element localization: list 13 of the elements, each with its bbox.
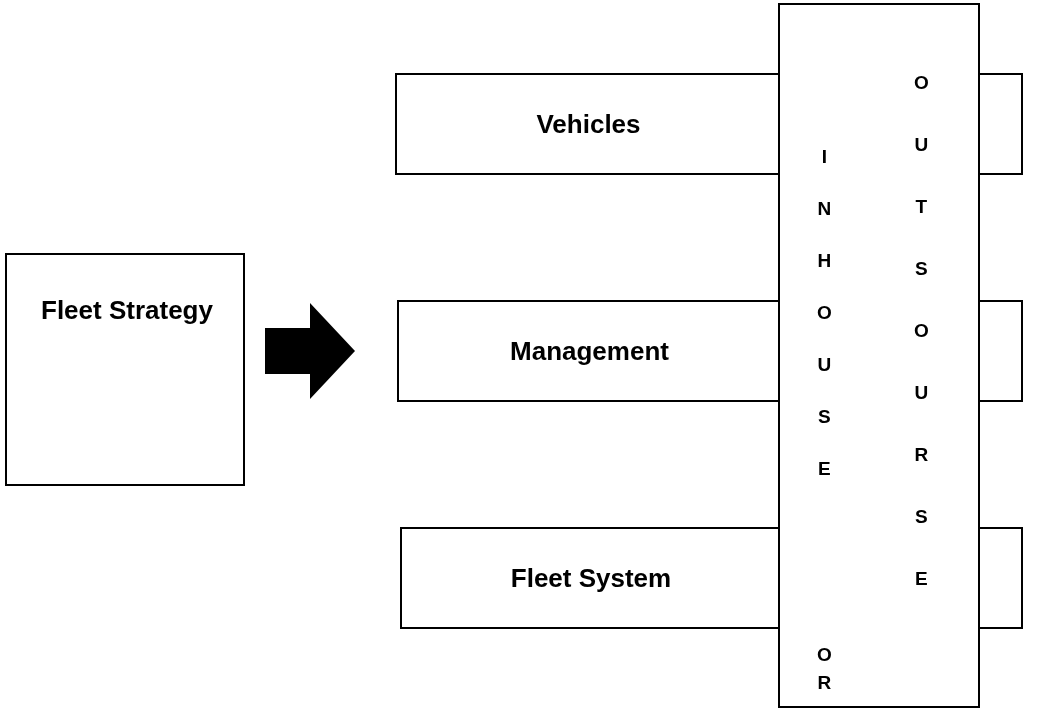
- vertical-text: OUTSOURSE: [914, 71, 929, 591]
- tall-box: [778, 3, 980, 708]
- box-label: Vehicles: [535, 109, 642, 140]
- vertical-text: INHOUSE: [817, 145, 832, 481]
- process-box: [397, 300, 778, 402]
- box-label: Fleet System: [509, 563, 673, 594]
- box-label: Management: [509, 336, 670, 367]
- process-box: [400, 527, 778, 629]
- process-box: [5, 253, 245, 486]
- vertical-text: OR: [817, 643, 832, 695]
- box-label: Fleet Strategy: [40, 295, 214, 326]
- block-arrow: [265, 303, 355, 399]
- process-box: [395, 73, 778, 175]
